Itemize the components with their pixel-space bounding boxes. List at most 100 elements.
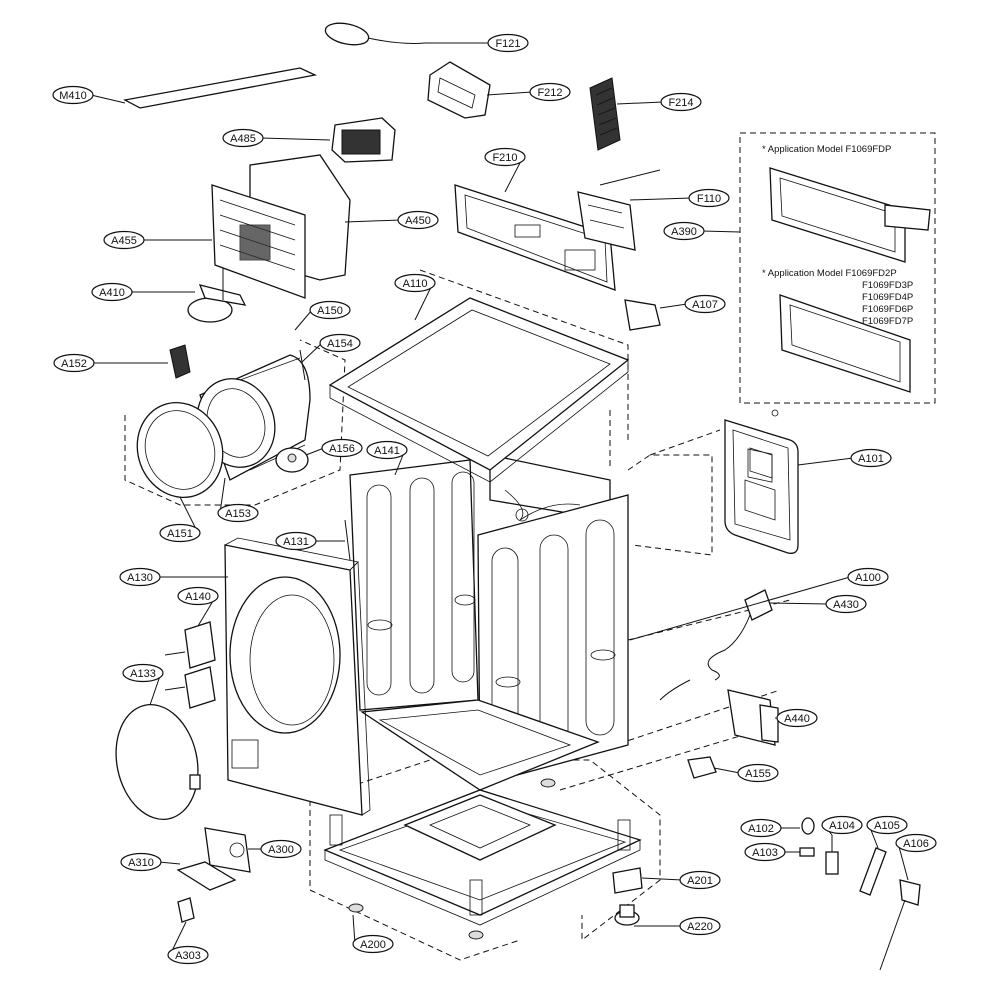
callout-bubble xyxy=(663,221,705,241)
callout-a154: A154 xyxy=(301,333,361,363)
application-model-line-4: F1069FD7P xyxy=(862,316,913,327)
callout-bubble xyxy=(850,448,892,468)
callout-bubble xyxy=(122,663,164,683)
callout-label: A104 xyxy=(829,820,855,832)
callout-label: F212 xyxy=(537,87,562,99)
callout-label: A220 xyxy=(687,921,713,933)
callout-a101: A101 xyxy=(797,448,892,468)
leader-line xyxy=(352,914,356,945)
callout-bubble xyxy=(119,567,161,587)
callout-bubble xyxy=(120,852,162,872)
leader-line xyxy=(486,91,533,96)
callout-label: A150 xyxy=(317,305,343,317)
callout-a200: A200 xyxy=(352,914,394,954)
leader-line xyxy=(659,303,688,309)
base-a200 xyxy=(323,778,642,940)
callout-bubble xyxy=(397,210,439,230)
callout-f210: F210 xyxy=(484,147,526,193)
callout-a130: A130 xyxy=(119,567,228,587)
callout-bubble xyxy=(487,33,529,53)
callout-bubble xyxy=(529,82,571,102)
callout-a303: A303 xyxy=(167,921,209,965)
top-components xyxy=(123,22,661,331)
callout-bubble xyxy=(366,440,408,460)
callout-bubble xyxy=(825,594,867,614)
callout-a310: A310 xyxy=(120,852,181,872)
callout-bubble xyxy=(177,586,219,606)
leader-line xyxy=(797,457,854,466)
callout-label: A105 xyxy=(874,820,900,832)
callout-bubble xyxy=(91,282,133,302)
callout-label: A300 xyxy=(268,844,294,856)
callout-a430: A430 xyxy=(769,594,867,614)
small-parts xyxy=(115,519,921,971)
callout-label: A303 xyxy=(175,950,201,962)
callout-bubble xyxy=(688,188,730,208)
assembly-outlines xyxy=(124,269,791,961)
callout-bubble xyxy=(352,934,394,954)
callout-f110: F110 xyxy=(629,188,730,208)
callout-bubble xyxy=(53,353,95,373)
callout-bubble xyxy=(217,503,259,523)
callout-label: F121 xyxy=(495,38,520,50)
callout-a201: A201 xyxy=(641,870,721,890)
application-model-line-3: F1069FD6P xyxy=(862,304,913,315)
callout-label: F110 xyxy=(697,193,721,205)
callout-label: A440 xyxy=(784,713,810,725)
callout-a220: A220 xyxy=(634,916,721,936)
callout-label: A390 xyxy=(671,226,697,238)
application-model-line-2: F1069FD4P xyxy=(862,292,913,303)
leader-line xyxy=(344,219,401,223)
callout-label: F214 xyxy=(668,97,693,109)
callout-a156: A156 xyxy=(305,438,363,458)
callout-a100: A100 xyxy=(629,567,889,641)
callout-bubble xyxy=(679,916,721,936)
callout-label: M410 xyxy=(59,90,87,102)
callout-label: A200 xyxy=(360,939,386,951)
callout-a152: A152 xyxy=(53,353,168,373)
callout-bubble xyxy=(660,92,702,112)
callout-a131: A131 xyxy=(275,531,345,551)
callout-a104: A104 xyxy=(821,815,863,836)
callout-label: A100 xyxy=(855,572,881,584)
callout-label: A101 xyxy=(858,453,884,465)
callout-label: A131 xyxy=(283,536,309,548)
leader-line xyxy=(305,447,325,456)
leader-line xyxy=(629,576,851,641)
callout-a107: A107 xyxy=(659,294,726,314)
callout-label: A201 xyxy=(687,875,713,887)
application-model-note-1: * Application Model F1069FDP xyxy=(762,144,891,155)
leader-line xyxy=(629,197,692,201)
callout-m410: M410 xyxy=(52,85,126,105)
callout-a300: A300 xyxy=(248,839,302,859)
callout-a140: A140 xyxy=(177,586,219,627)
callout-label: A156 xyxy=(329,443,355,455)
callout-bubble xyxy=(484,147,526,167)
application-model-note-2: * Application Model F1069FD2P xyxy=(762,268,897,279)
callout-a106: A106 xyxy=(895,833,937,881)
callout-a455: A455 xyxy=(103,230,212,250)
callout-label: A485 xyxy=(230,133,256,145)
callout-a390: A390 xyxy=(663,221,741,241)
callout-label: A155 xyxy=(745,768,771,780)
callout-label: A140 xyxy=(185,591,211,603)
callout-a105: A105 xyxy=(866,815,908,849)
callout-label: A106 xyxy=(903,838,929,850)
leader-line xyxy=(90,94,126,104)
callout-label: A141 xyxy=(374,445,400,457)
callout-bubble xyxy=(737,763,779,783)
callout-bubble xyxy=(52,85,94,105)
callout-bubble xyxy=(895,833,937,853)
callout-bubble xyxy=(309,300,351,320)
callout-a102: A102 xyxy=(740,818,800,838)
callout-bubble xyxy=(103,230,145,250)
callout-a110: A110 xyxy=(394,273,436,321)
callout-a485: A485 xyxy=(222,128,331,148)
callout-bubble xyxy=(776,708,818,728)
callout-label: A107 xyxy=(692,299,718,311)
callout-bubble xyxy=(222,128,264,148)
leader-line xyxy=(713,767,741,774)
callout-f212: F212 xyxy=(486,82,571,102)
